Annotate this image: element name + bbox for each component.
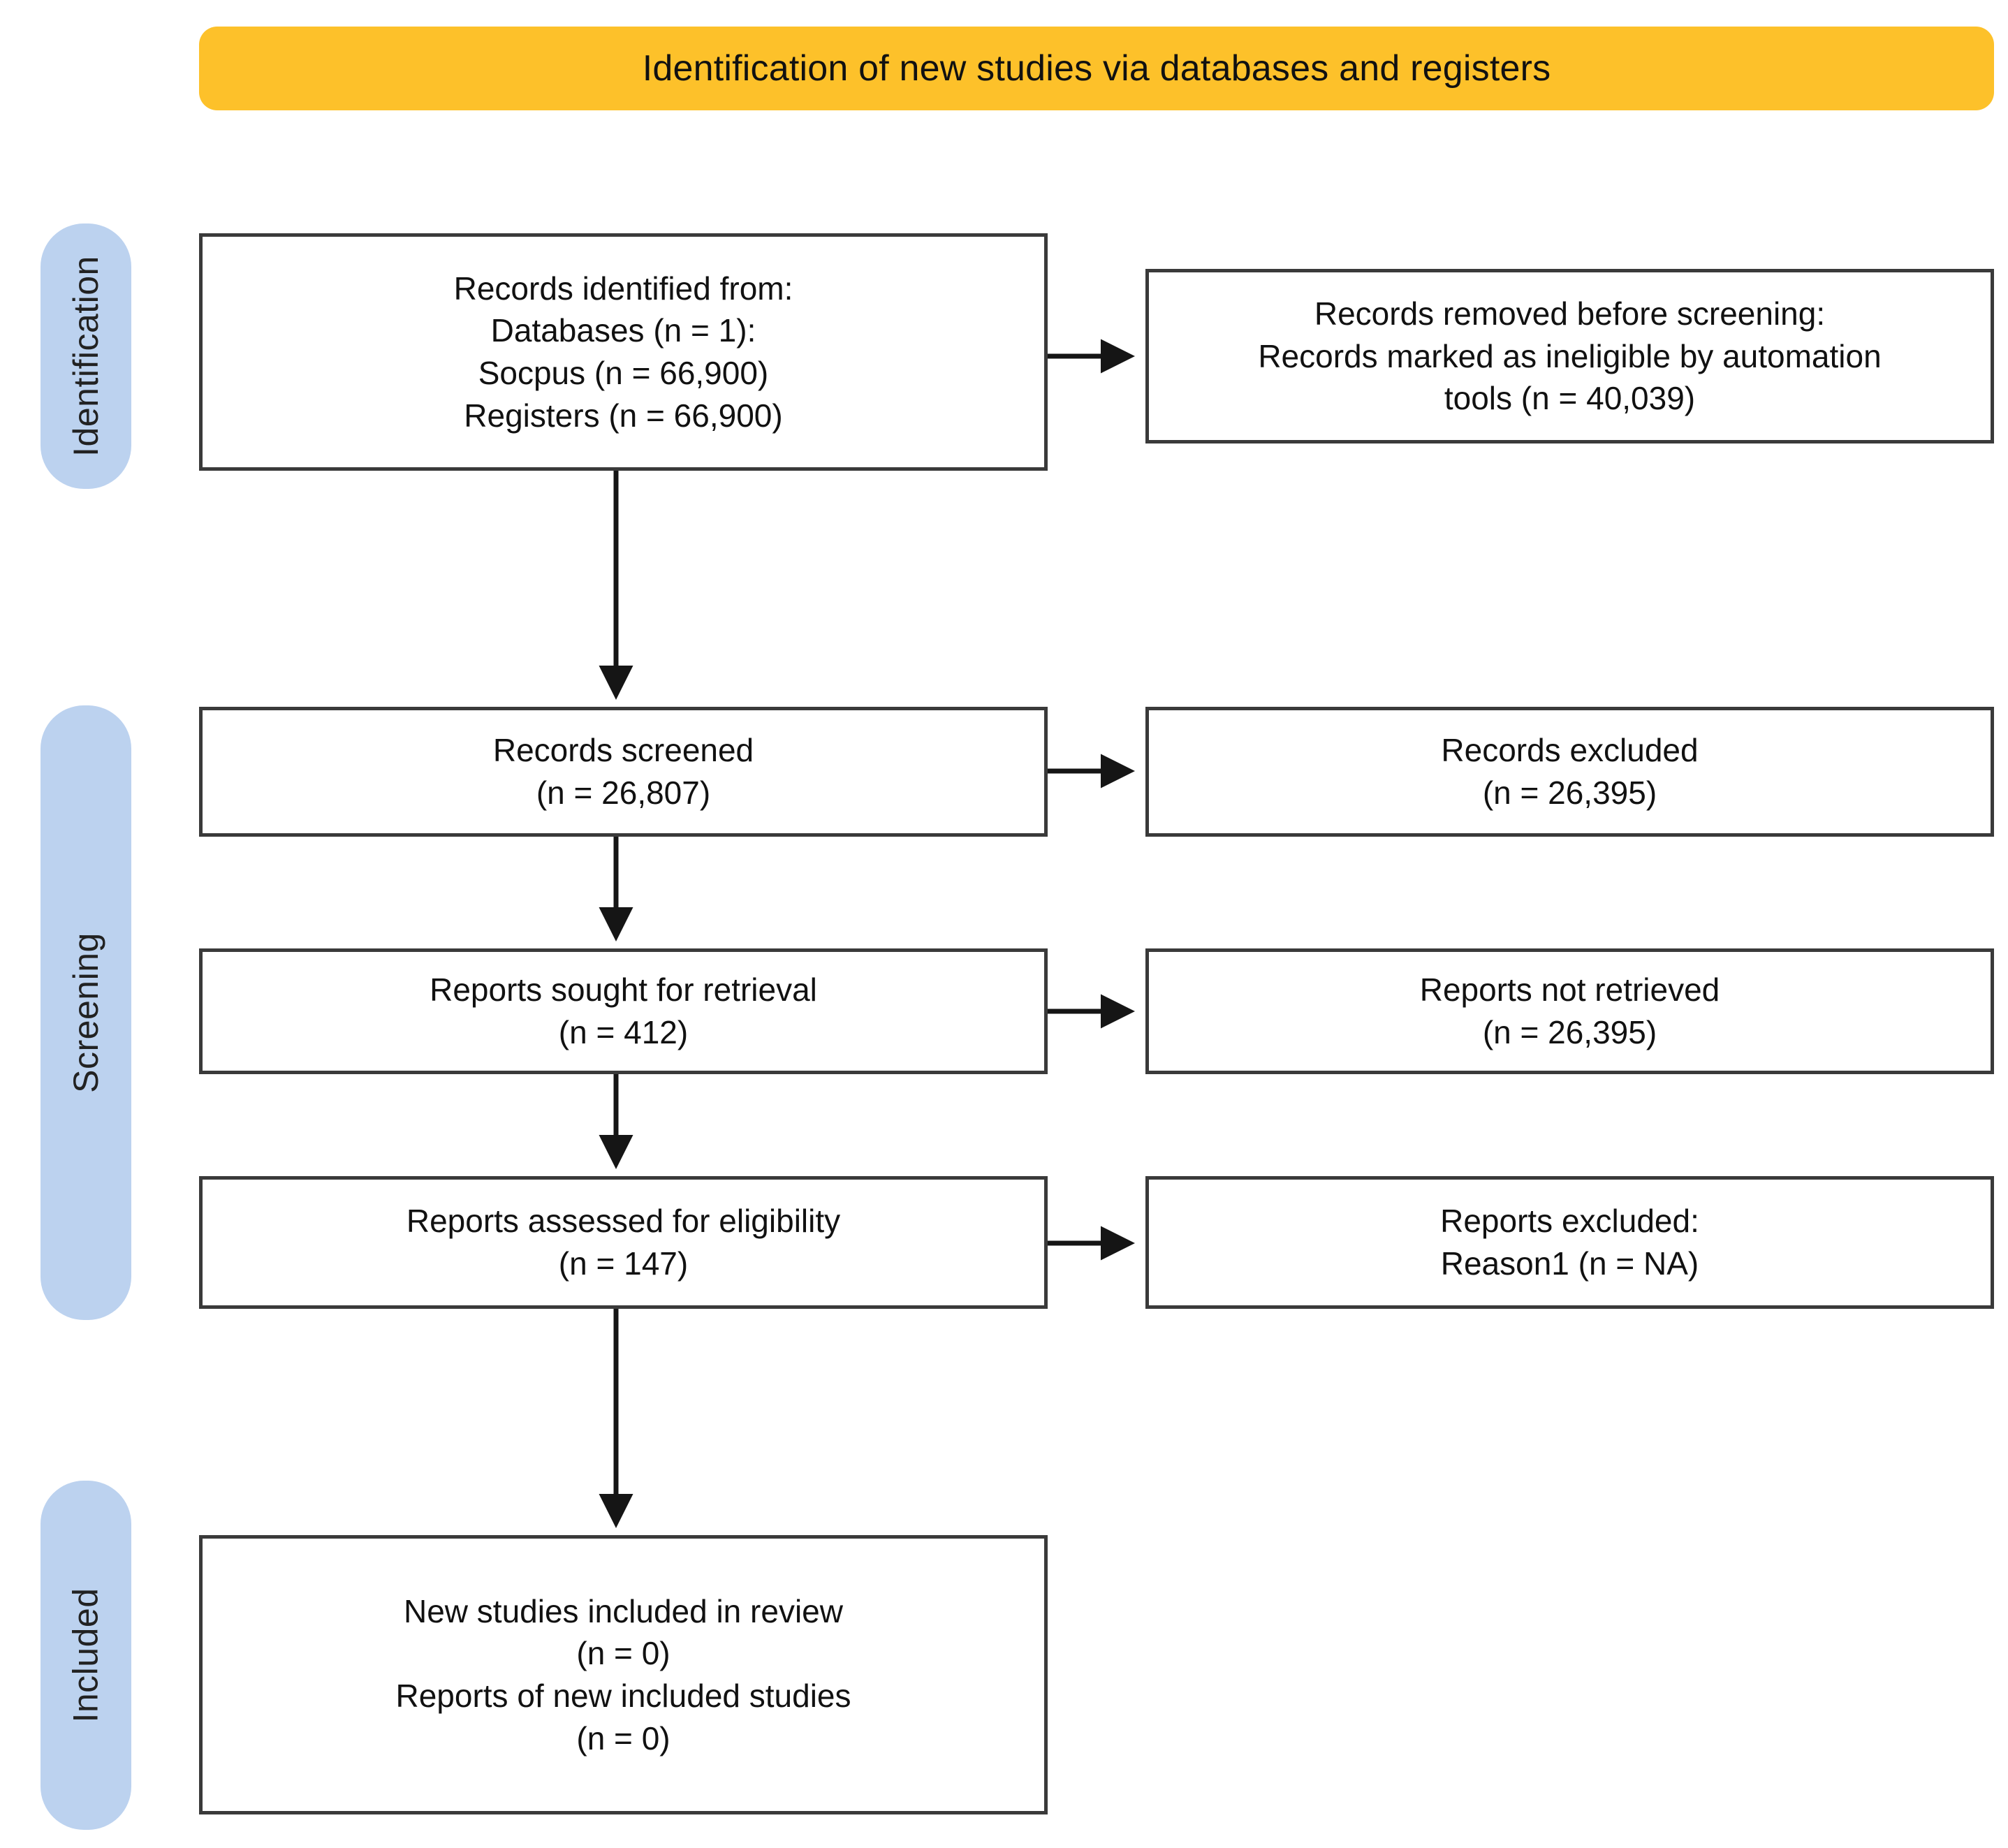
box-reports-excluded: Reports excluded: Reason1 (n = NA) (1145, 1176, 1994, 1309)
box-records-excluded: Records excluded (n = 26,395) (1145, 707, 1994, 837)
box-records-screened-text: Records screened (n = 26,807) (492, 732, 754, 811)
phase-pill-screening: Screening (41, 705, 131, 1320)
box-reports-not-retrieved: Reports not retrieved (n = 26,395) (1145, 948, 1994, 1074)
box-reports-sought-text: Reports sought for retrieval (n = 412) (430, 971, 817, 1050)
box-records-removed-text: Records removed before screening: Record… (1258, 295, 1882, 417)
page-title: Identification of new studies via databa… (642, 48, 1551, 89)
box-reports-excluded-text: Reports excluded: Reason1 (n = NA) (1440, 1203, 1699, 1282)
phase-label-screening: Screening (66, 932, 105, 1093)
box-reports-not-retrieved-text: Reports not retrieved (n = 26,395) (1419, 971, 1720, 1050)
phase-pill-included: Included (41, 1481, 131, 1830)
box-reports-assessed-text: Reports assessed for eligibility (n = 14… (406, 1203, 841, 1282)
box-new-studies-included-text: New studies included in review (n = 0) R… (395, 1592, 851, 1757)
box-records-excluded-text: Records excluded (n = 26,395) (1441, 732, 1699, 811)
box-records-identified-text: Records identified from: Databases (n = … (453, 270, 793, 434)
box-reports-assessed-for-eligibility: Reports assessed for eligibility (n = 14… (199, 1176, 1048, 1309)
phase-label-identification: Identification (66, 256, 105, 457)
box-records-identified: Records identified from: Databases (n = … (199, 233, 1048, 471)
box-records-screened: Records screened (n = 26,807) (199, 707, 1048, 837)
phase-pill-identification: Identification (41, 223, 131, 489)
box-reports-sought-for-retrieval: Reports sought for retrieval (n = 412) (199, 948, 1048, 1074)
box-records-removed-before-screening: Records removed before screening: Record… (1145, 269, 1994, 443)
phase-label-included: Included (66, 1587, 106, 1723)
box-new-studies-included: New studies included in review (n = 0) R… (199, 1535, 1048, 1814)
header-banner: Identification of new studies via databa… (199, 27, 1994, 110)
